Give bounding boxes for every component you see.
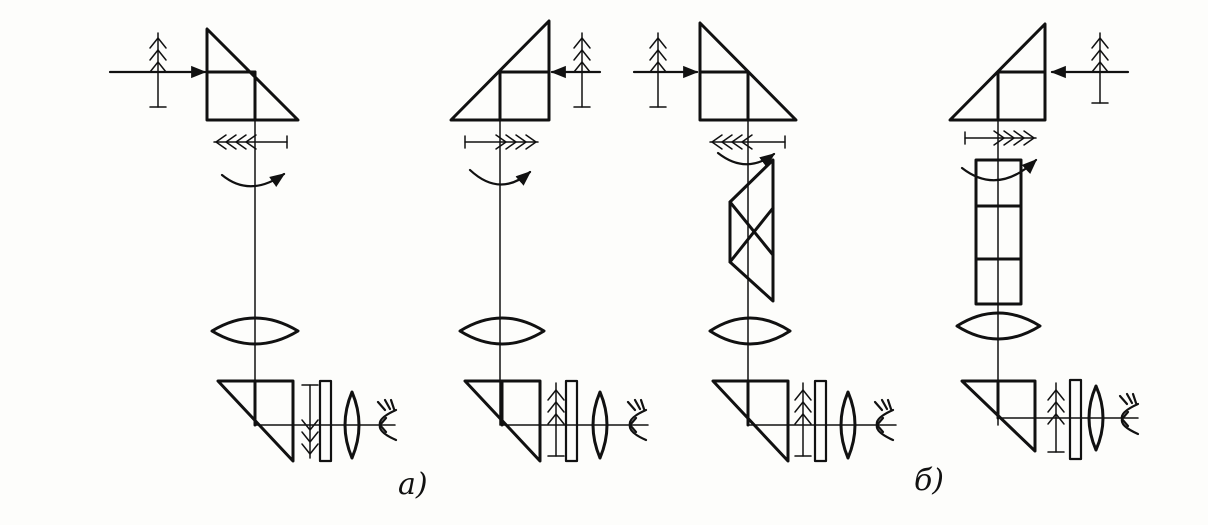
image-arrow-h-1 xyxy=(213,134,288,150)
final-image-arrow-2 xyxy=(547,382,565,457)
final-image-arrow-4 xyxy=(1047,382,1065,453)
objective-lens-4 xyxy=(955,311,1042,341)
rotation-arrow-4 xyxy=(960,158,1038,182)
image-arrow-h-2 xyxy=(464,134,539,150)
final-image-arrow-3 xyxy=(794,382,812,457)
objective-lens-3 xyxy=(708,316,792,346)
reticle-plate-4 xyxy=(1068,378,1083,461)
eyepiece-lens-4 xyxy=(1087,384,1105,452)
eye-icon-3 xyxy=(873,398,895,442)
object-arrow-1 xyxy=(149,32,167,108)
caption-a: а) xyxy=(398,467,428,502)
eyepiece-lens-1 xyxy=(343,390,361,460)
eye-icon-2 xyxy=(626,398,648,442)
top-prism-2 xyxy=(449,19,551,122)
image-arrow-h-4 xyxy=(964,130,1037,146)
objective-lens-2 xyxy=(458,316,546,346)
scheme-4 xyxy=(948,22,1140,461)
eyepiece-lens-2 xyxy=(591,390,609,460)
reticle-plate-2 xyxy=(564,379,579,463)
object-arrow-3 xyxy=(649,32,667,108)
rotation-arrow-1 xyxy=(220,172,286,188)
rotation-arrow-3 xyxy=(716,151,776,168)
object-arrow-4 xyxy=(1091,32,1109,104)
top-prism-4 xyxy=(948,22,1047,122)
scheme-3 xyxy=(632,21,897,463)
reticle-plate-1 xyxy=(318,379,333,463)
eye-icon-4 xyxy=(1118,392,1140,436)
scheme-2 xyxy=(449,19,649,463)
caption-b: б) xyxy=(914,463,945,498)
objective-lens-1 xyxy=(210,316,300,346)
eye-icon-1 xyxy=(376,398,398,442)
object-arrow-2 xyxy=(573,32,591,108)
bottom-prism-3 xyxy=(711,379,790,463)
bottom-prism-2 xyxy=(463,379,542,463)
top-prism-3 xyxy=(698,21,798,122)
top-prism-1 xyxy=(205,27,300,122)
bottom-prism-1 xyxy=(216,379,295,463)
bottom-prism-4 xyxy=(960,379,1037,453)
final-image-arrow-1 xyxy=(301,384,319,459)
eyepiece-lens-3 xyxy=(839,390,857,460)
reticle-plate-3 xyxy=(813,379,828,463)
scheme-1 xyxy=(108,27,398,463)
dove-prism-3 xyxy=(728,158,775,303)
